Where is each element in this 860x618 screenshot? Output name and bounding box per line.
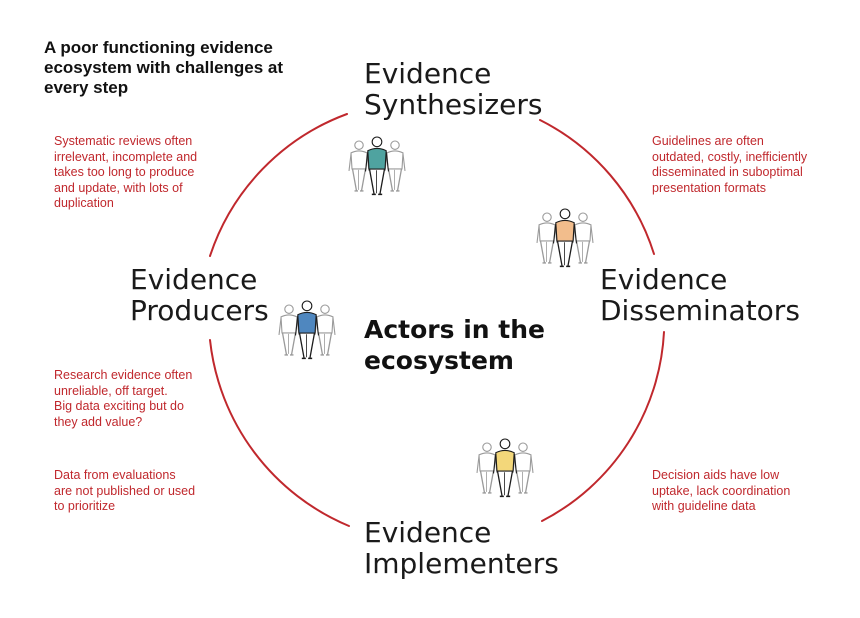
center-label-line: ecosystem xyxy=(364,346,514,375)
center-label: Actors in the ecosystem xyxy=(364,314,545,376)
note-line: Systematic reviews often xyxy=(54,134,193,148)
note-line: uptake, lack coordination xyxy=(652,483,791,498)
note-line: to prioritize xyxy=(54,499,116,514)
title-line: A poor functioning evidence xyxy=(44,38,273,57)
note-line: presentation formats xyxy=(652,180,766,195)
note-line: unreliable, off target. xyxy=(54,383,168,398)
actor-label-disseminators: Evidence Disseminators xyxy=(600,264,800,326)
title-line: ecosystem with challenges at xyxy=(44,58,284,77)
actor-label-line: Evidence xyxy=(600,263,728,296)
people-group-icon xyxy=(476,438,534,498)
note-line: they add value? xyxy=(54,414,143,429)
actor-label-implementers: Evidence Implementers xyxy=(364,517,559,579)
note-line: disseminated in suboptimal xyxy=(652,165,803,180)
actor-label-line: Producers xyxy=(130,294,269,327)
note-line: duplication xyxy=(54,196,114,211)
note-synthesizers: Systematic reviews often irrelevant, inc… xyxy=(54,134,197,212)
actor-label-line: Synthesizers xyxy=(364,88,543,121)
ring-arc-bottom-left xyxy=(209,339,350,527)
note-line: Guidelines are often xyxy=(652,134,764,148)
note-line: Decision aids have low xyxy=(652,468,780,482)
note-producers-research: Research evidence often unreliable, off … xyxy=(54,368,192,430)
ring-arc-bottom-right xyxy=(541,331,665,522)
note-line: irrelevant, incomplete and xyxy=(54,149,198,164)
ring-arc-top-right xyxy=(539,119,655,255)
people-group-icon xyxy=(278,300,336,360)
note-line: Data from evaluations xyxy=(54,468,176,482)
title-line: every step xyxy=(44,78,129,97)
actor-label-synthesizers: Evidence Synthesizers xyxy=(364,58,542,120)
actor-label-line: Evidence xyxy=(364,516,492,549)
note-line: with guideline data xyxy=(652,499,756,514)
ring-arc-top-left xyxy=(209,113,348,257)
note-disseminators: Guidelines are often outdated, costly, i… xyxy=(652,134,807,196)
people-group-icon xyxy=(536,208,594,268)
note-line: Big data exciting but do xyxy=(54,399,184,414)
note-line: Research evidence often xyxy=(54,368,193,382)
actor-label-line: Evidence xyxy=(364,57,492,90)
note-producers-data: Data from evaluations are not published … xyxy=(54,468,195,515)
actor-label-line: Implementers xyxy=(364,547,559,580)
note-line: and update, with lots of xyxy=(54,180,183,195)
actor-label-line: Evidence xyxy=(130,263,258,296)
note-line: are not published or used xyxy=(54,483,196,498)
people-group-icon xyxy=(348,136,406,196)
diagram-title: A poor functioning evidence ecosystem wi… xyxy=(44,38,314,98)
center-label-line: Actors in the xyxy=(364,315,545,344)
note-implementers: Decision aids have low uptake, lack coor… xyxy=(652,468,790,515)
note-line: takes too long to produce xyxy=(54,165,195,180)
actor-label-producers: Evidence Producers xyxy=(130,264,269,326)
actor-label-line: Disseminators xyxy=(600,294,800,327)
note-line: outdated, costly, inefficiently xyxy=(652,149,808,164)
